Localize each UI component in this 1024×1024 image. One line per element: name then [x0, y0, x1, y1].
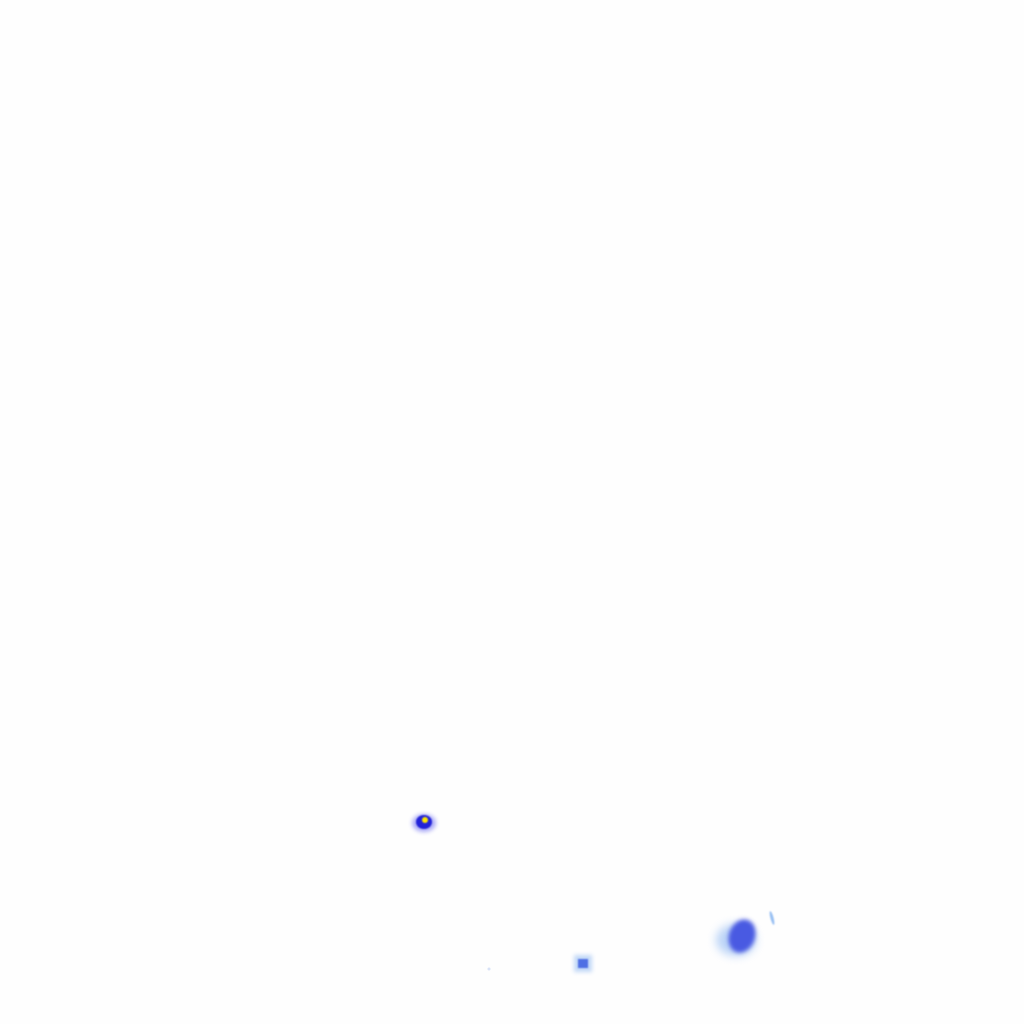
large-blob	[716, 919, 756, 956]
small-square-blob	[574, 955, 592, 972]
bright-blob	[412, 814, 436, 832]
large-blob-body	[728, 919, 756, 953]
faint-speck	[487, 967, 491, 971]
bright-blob-core	[422, 817, 428, 823]
thin-streak	[769, 911, 775, 925]
small-square-blob-body	[578, 959, 588, 968]
